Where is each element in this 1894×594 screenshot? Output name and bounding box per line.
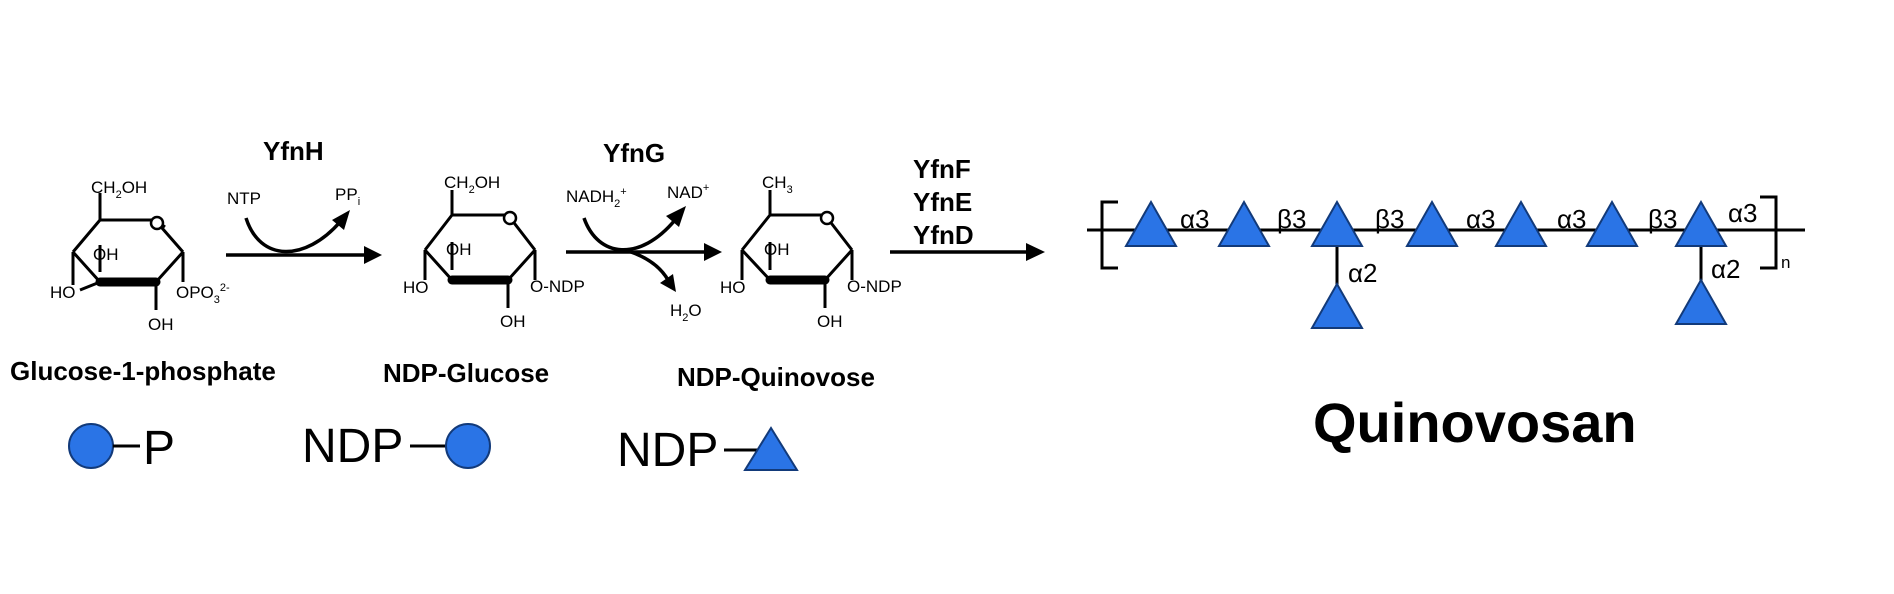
repeat-count-n: n (1781, 253, 1790, 272)
nad-label: NAD+ (667, 182, 709, 202)
ndpglc-oh2-text: OH (500, 312, 526, 331)
ntp-label: NTP (227, 189, 261, 208)
ndp-quinovose-structure: CH3 OH HO OH O-NDP (720, 173, 902, 331)
ndp-quinovose-triangle-symbol (743, 426, 799, 471)
quinovose-residue-2 (1217, 199, 1271, 247)
quinovose-branch-residue-1 (1310, 281, 1364, 329)
linkage-label-2: β3 (1277, 204, 1306, 234)
ppi-label: PPi (335, 185, 360, 208)
h2o-label: H2O (670, 301, 702, 324)
glc1p-oh3-text: OH (93, 245, 119, 264)
quinovose-residue-3 (1310, 199, 1364, 247)
glucose-1-phosphate-label: Glucose-1-phosphate (10, 356, 276, 386)
glc1p-phosphate-text: OPO32- (176, 282, 230, 306)
ndpqui-ondp-text: O-NDP (847, 277, 902, 296)
enzyme-yfnf-label: YfnF (913, 154, 971, 184)
quinovose-residue-1 (1124, 199, 1178, 247)
linkage-label-1: α3 (1180, 204, 1210, 234)
ndp-glucose-circle-symbol (445, 423, 491, 469)
enzyme-yfne-label: YfnE (913, 187, 972, 217)
ndp-glucose-label: NDP-Glucose (383, 358, 549, 388)
symbol-ndp-glucose-text: NDP (302, 420, 403, 473)
enzyme-yfnh-label: YfnH (263, 136, 324, 166)
quinovose-residue-4 (1405, 199, 1459, 247)
symbol-ndp-glucose: NDP (302, 420, 491, 473)
repeat-bracket-right (1760, 195, 1778, 270)
reaction-arrow-3 (890, 243, 1045, 261)
ndpqui-oh3-text: OH (764, 240, 790, 259)
symbol-ndp-quinovose: NDP (617, 424, 799, 477)
ndpglc-ho4-text: HO (403, 278, 429, 297)
quinovose-residue-5 (1494, 199, 1548, 247)
linkage-label-3: β3 (1375, 204, 1404, 234)
repeat-bracket-left (1100, 200, 1118, 270)
quinovose-branch-residue-2 (1674, 277, 1728, 325)
ndp-quinovose-label: NDP-Quinovose (677, 362, 875, 392)
linkage-label-6: β3 (1648, 204, 1677, 234)
ndpqui-oh2-text: OH (817, 312, 843, 331)
glc1p-ho4-text: HO (50, 283, 76, 302)
nadh-label: NADH2+ (566, 186, 627, 210)
quinovose-residue-6 (1585, 199, 1639, 247)
ndpglc-ch2oh-text: CH2OH (444, 173, 500, 196)
reaction-arrow-1 (226, 210, 382, 264)
reaction-arrow-2 (566, 206, 722, 292)
symbol-p-text: P (143, 422, 175, 475)
ndpglc-ondp-text: O-NDP (530, 277, 585, 296)
ndpqui-ch3-text: CH3 (762, 173, 793, 196)
glucose-1-phosphate-structure: CH2OH OH HO OH OPO32- (50, 178, 230, 334)
quinovose-residue-7 (1674, 199, 1728, 247)
linkage-label-5: α3 (1557, 204, 1587, 234)
quinovosan-title: Quinovosan (1313, 391, 1637, 454)
ndp-glucose-structure: CH2OH OH HO OH O-NDP (403, 173, 585, 331)
glc1p-ch2oh-text: CH2OH (91, 178, 147, 201)
glucose-circle-symbol (68, 423, 114, 469)
ndpqui-ho4-text: HO (720, 278, 746, 297)
linkage-label-7: α3 (1728, 198, 1758, 228)
enzyme-yfnd-label: YfnD (913, 220, 974, 250)
symbol-glucose-phosphate: P (68, 422, 175, 475)
quinovosan-polymer: α3 β3 β3 α3 α3 β3 α3 α2 α2 n (1087, 195, 1805, 329)
enzyme-yfng-label: YfnG (603, 138, 665, 168)
linkage-label-4: α3 (1466, 204, 1496, 234)
branch-linkage-label-1: α2 (1348, 258, 1378, 288)
ndpglc-oh3-text: OH (446, 240, 472, 259)
branch-linkage-label-2: α2 (1711, 254, 1741, 284)
symbol-ndp-quinovose-text: NDP (617, 424, 718, 477)
glc1p-oh2-text: OH (148, 315, 174, 334)
